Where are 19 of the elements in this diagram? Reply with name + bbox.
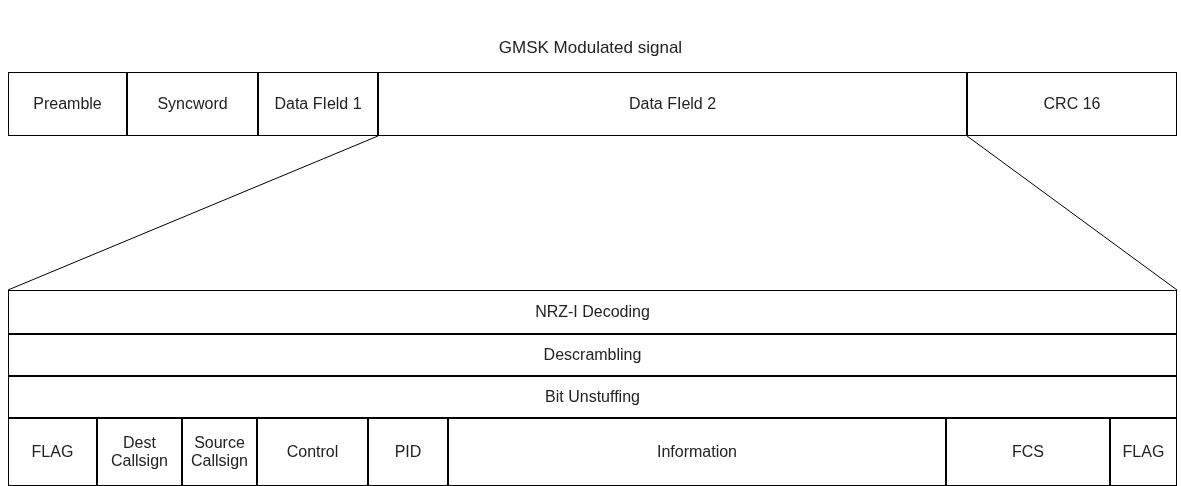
packet-field: CRC 16 — [967, 72, 1177, 136]
expansion-line — [7, 135, 379, 291]
packet-field: Information — [448, 418, 946, 486]
packet-field: Dest Callsign — [97, 418, 182, 486]
packet-field: Bit Unstuffing — [8, 376, 1177, 418]
packet-field: Descrambling — [8, 334, 1177, 376]
packet-field: FLAG — [8, 418, 97, 486]
packet-field: Control — [257, 418, 368, 486]
packet-field: FLAG — [1110, 418, 1177, 486]
packet-field: Preamble — [8, 72, 127, 136]
packet-field: Source Callsign — [182, 418, 257, 486]
packet-field: NRZ-I Decoding — [8, 290, 1177, 334]
packet-field: Data FIeld 2 — [378, 72, 967, 136]
packet-field: Syncword — [127, 72, 258, 136]
expansion-line — [966, 135, 1178, 291]
diagram-title: GMSK Modulated signal — [497, 38, 684, 58]
packet-field: FCS — [946, 418, 1110, 486]
packet-field: Data FIeld 1 — [258, 72, 378, 136]
packet-field: PID — [368, 418, 448, 486]
